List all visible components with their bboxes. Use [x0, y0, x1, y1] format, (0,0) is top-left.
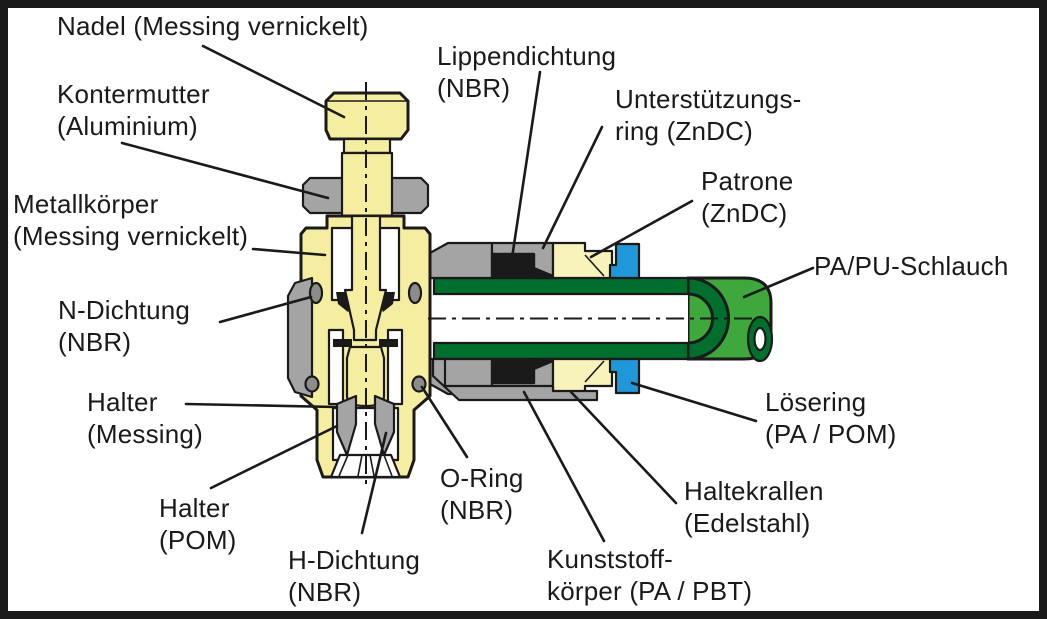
retaining-clip: [286, 276, 314, 399]
label-line: Lippendichtung: [437, 41, 617, 71]
leader-n-dichtung: [218, 295, 313, 324]
leader-patrone: [589, 199, 694, 259]
label-line: (NBR): [440, 495, 514, 525]
label-line: Unterstützungs-: [615, 84, 802, 114]
label-line: Metallkörper: [13, 189, 159, 219]
label-line: Halter: [87, 387, 158, 417]
label-line: körper (PA / PBT): [547, 576, 753, 606]
leader-halter-messing: [184, 402, 338, 409]
label-line: N-Dichtung: [58, 295, 191, 325]
plastic-body-foot: [431, 357, 599, 402]
label-line: O-Ring: [440, 463, 524, 493]
label-line: ring (ZnDC): [615, 116, 753, 146]
tube-cut-u-turn: [686, 276, 730, 361]
label-loesering: Lösering (PA / POM): [765, 386, 897, 450]
label-haltekrallen: Haltekrallen (Edelstahl): [684, 475, 824, 539]
leader-halter-pom: [209, 424, 339, 490]
label-lippendichtung: Lippendichtung (NBR): [437, 40, 616, 104]
label-kunststoffkoerper: Kunststoff- körper (PA / PBT): [547, 543, 752, 607]
label-h-dichtung: H-Dichtung (NBR): [288, 544, 420, 608]
holder-pom-hatch: [338, 454, 393, 477]
label-line: (Messing vernickelt): [13, 221, 249, 251]
label-line: Halter: [159, 493, 230, 523]
label-o-ring: O-Ring (NBR): [440, 462, 524, 526]
tube-wall-top: [432, 276, 690, 296]
label-line: (NBR): [437, 73, 511, 103]
label-line: (NBR): [58, 327, 132, 357]
label-metallkoerper: Metallkörper (Messing vernickelt): [13, 188, 248, 252]
label-patrone: Patrone (ZnDC): [701, 165, 793, 229]
label-unterstuetzungsring: Unterstützungs- ring (ZnDC): [615, 83, 802, 147]
label-line: Patrone: [701, 166, 794, 196]
label-line: (PA / POM): [765, 419, 897, 449]
leader-metallkoerper: [251, 247, 327, 257]
leader-lippendichtung: [510, 70, 542, 260]
label-halter-pom: Halter (POM): [159, 492, 237, 556]
holding-claw: [584, 254, 605, 277]
label-halter-messing: Halter (Messing): [87, 386, 203, 450]
label-line: (NBR): [288, 577, 362, 607]
label-line: (POM): [159, 525, 237, 555]
holder-claw-right: [373, 394, 396, 457]
n-seal-right: [407, 281, 423, 305]
label-line: Nadel (Messing vernickelt): [57, 11, 369, 41]
label-n-dichtung: N-Dichtung (NBR): [58, 294, 190, 358]
label-line: (ZnDC): [701, 198, 788, 228]
cartridge-patrone: [551, 241, 614, 280]
leader-nadel: [201, 44, 346, 119]
label-line: H-Dichtung: [288, 545, 421, 575]
label-line: (Messing): [87, 419, 203, 449]
leader-kunststoffkoerper: [522, 390, 606, 543]
label-line: Haltekrallen: [684, 476, 824, 506]
tube-end-bore: [753, 326, 767, 352]
release-ring: [608, 242, 641, 280]
leader-o-ring: [420, 385, 469, 459]
leader-lines: [120, 44, 815, 543]
throttle-valve-section: [286, 91, 432, 479]
label-line: Kontermutter: [57, 79, 210, 109]
leader-kontermutter: [120, 141, 330, 200]
label-kontermutter: Kontermutter (Aluminium): [57, 78, 210, 142]
label-line: Kunststoff-: [547, 544, 674, 574]
lock-nut-right: [385, 176, 430, 215]
label-line: Lösering: [765, 387, 867, 417]
leader-loesering: [630, 381, 758, 423]
label-line: PA/PU-Schlauch: [814, 251, 1009, 281]
label-nadel: Nadel (Messing vernickelt): [57, 10, 369, 42]
label-line: (Aluminium): [57, 111, 198, 141]
leader-h-dichtung: [360, 431, 388, 535]
n-seal-left: [308, 281, 324, 305]
h-seal-left: [333, 339, 352, 347]
leader-haltekrallen: [569, 390, 678, 505]
tube-wall-bottom: [432, 341, 690, 361]
lip-seal: [490, 252, 560, 280]
push-in-cartridge-top: [410, 241, 641, 280]
leader-pa-pu-schlauch: [742, 266, 815, 299]
leader-unterstuetzungsring: [541, 125, 604, 250]
h-seal-right: [379, 339, 398, 347]
label-line: (Edelstahl): [684, 508, 811, 538]
o-ring-left: [304, 375, 320, 393]
label-pa-pu-schlauch: PA/PU-Schlauch: [814, 250, 1009, 282]
